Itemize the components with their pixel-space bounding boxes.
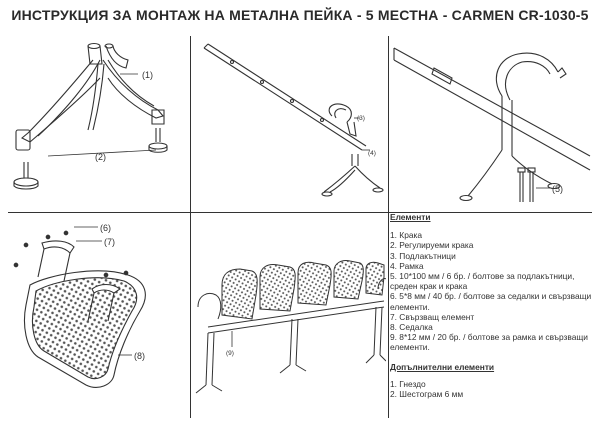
panel-leg: (1) (2) xyxy=(8,38,188,210)
extra-item-1: 1. Гнездо xyxy=(390,378,426,389)
seat-drawing: (6) (7) (8) xyxy=(13,223,146,388)
divider-v2 xyxy=(388,36,390,418)
element-item-1: 1. Крака xyxy=(390,230,423,241)
label-8: (8) xyxy=(134,351,145,361)
label-5: (5) xyxy=(552,184,563,194)
element-item-6: 6. 5*8 мм / 40 бр. / болтове за седалки … xyxy=(390,291,592,312)
leg-drawing: (1) (2) xyxy=(13,42,168,190)
frame-drawing: (3) (4) xyxy=(203,43,384,197)
label-1: (1) xyxy=(142,70,153,80)
label-6: (6) xyxy=(100,223,111,233)
elements-list: Елементи 1. Крака 2. Регулируеми крака 3… xyxy=(390,212,595,412)
element-item-7: 7. Свързващ елемент xyxy=(390,311,475,322)
page-title: ИНСТРУКЦИЯ ЗА МОНТАЖ НА МЕТАЛНА ПЕЙКА - … xyxy=(11,7,589,23)
element-item-5: 5. 10*100 мм / 6 бр. / болтове за подлак… xyxy=(390,271,575,292)
panel-bench: (9) xyxy=(192,215,386,417)
element-item-2: 2. Регулируеми крака xyxy=(390,240,474,251)
extra-heading: Допълнителни елементи xyxy=(390,361,495,372)
label-9: (9) xyxy=(226,350,234,357)
armrest-drawing: (5) xyxy=(393,47,591,202)
panel-seat: (6) (7) (8) xyxy=(8,215,188,417)
element-item-9: 9. 8*12 мм / 20 бр. / болтове за рамка и… xyxy=(390,332,588,353)
divider-v1 xyxy=(190,36,192,418)
element-item-4: 4. Рамка xyxy=(390,260,424,271)
label-7: (7) xyxy=(104,237,115,247)
divider-h1 xyxy=(8,212,592,214)
panel-frame: (3) (4) xyxy=(192,38,386,210)
element-item-8: 8. Седалка xyxy=(390,322,433,333)
label-2: (2) xyxy=(95,152,106,162)
panel-armrest-closeup: (5) xyxy=(390,38,592,210)
extra-item-2: 2. Шестограм 6 мм xyxy=(390,389,464,400)
bench-drawing: (9) xyxy=(195,260,386,394)
elements-heading: Елементи xyxy=(390,212,431,222)
label-4: (4) xyxy=(368,150,376,157)
label-3: (3) xyxy=(357,115,365,122)
element-item-3: 3. Подлакътници xyxy=(390,250,456,261)
